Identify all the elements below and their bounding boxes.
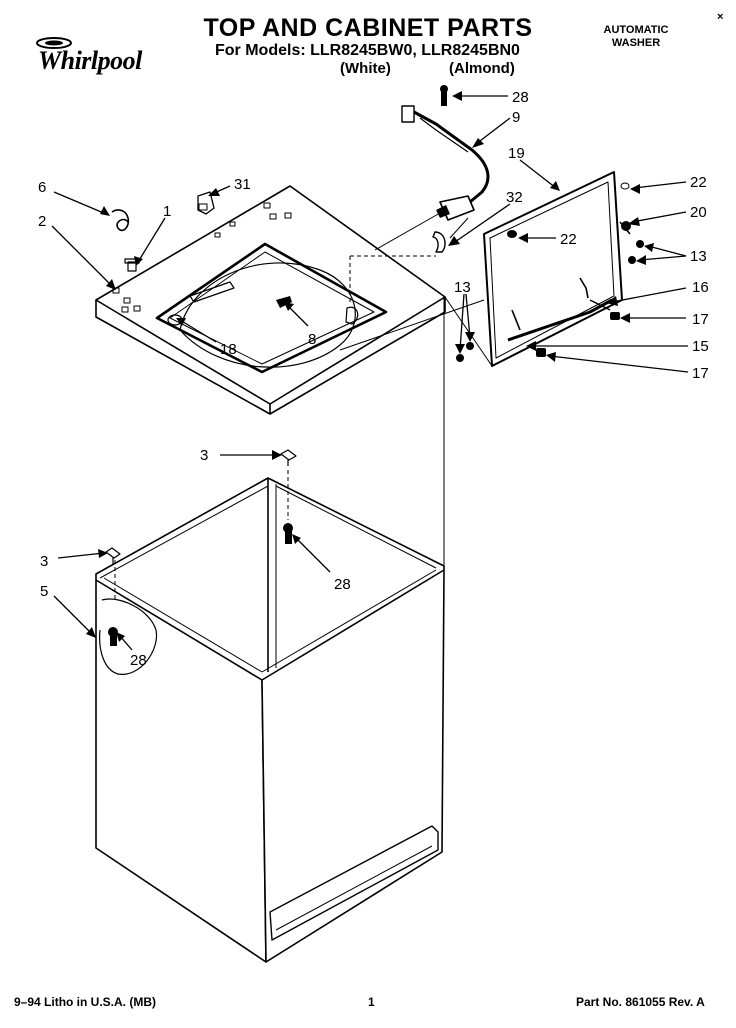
clip-part-3-upper-icon <box>280 449 297 466</box>
washer-top-assembly <box>95 185 446 415</box>
callout-19: 19 <box>508 145 525 162</box>
cabinet-part-5 <box>95 297 445 963</box>
callout-22-left: 22 <box>560 231 577 248</box>
callout-labels: 28 9 19 22 20 22 13 16 17 15 17 13 32 31… <box>38 89 709 669</box>
callout-1: 1 <box>163 203 171 220</box>
screw-28-cabinet-icon <box>283 523 293 544</box>
callout-31: 31 <box>234 176 251 193</box>
callout-3-lower: 3 <box>40 553 48 570</box>
screws-13-left-icon <box>456 342 474 362</box>
product-type-line1: AUTOMATIC <box>603 24 669 36</box>
callout-17-upper: 17 <box>692 311 709 328</box>
variant-white-label: (White) <box>340 60 391 77</box>
callout-22-right: 22 <box>690 174 707 191</box>
product-type-line2: WASHER <box>611 37 661 49</box>
callout-28-side: 28 <box>130 652 147 669</box>
callout-5: 5 <box>40 583 48 600</box>
product-type: AUTOMATIC WASHER <box>596 24 676 50</box>
variant-almond-label: (Almond) <box>449 60 515 77</box>
corner-mark: × <box>717 11 724 23</box>
model-numbers: For Models: LLR8245BW0, LLR8245BN0 <box>215 42 520 59</box>
arrowheads <box>86 91 654 642</box>
callout-16: 16 <box>692 279 709 296</box>
whirlpool-emblem-icon <box>36 37 72 49</box>
callout-2: 2 <box>38 213 46 230</box>
screws-13-right-icon <box>628 240 644 264</box>
callout-8: 8 <box>308 331 316 348</box>
callout-13-right: 13 <box>690 248 707 265</box>
screw-28-side-icon <box>108 627 118 646</box>
callout-28-middle: 28 <box>334 576 351 593</box>
callout-32: 32 <box>506 189 523 206</box>
screw-28-top-icon <box>440 85 448 106</box>
callout-6: 6 <box>38 179 46 196</box>
brand-name: Whirlpool <box>38 46 142 75</box>
print-info: 9–94 Litho in U.S.A. (MB) <box>14 995 157 1009</box>
callout-28-top: 28 <box>512 89 529 106</box>
callout-15: 15 <box>692 338 709 355</box>
callout-20: 20 <box>690 204 707 221</box>
bracket-part-31-icon <box>197 191 215 215</box>
callout-18: 18 <box>220 341 237 358</box>
callout-9: 9 <box>512 109 520 126</box>
leader-lines <box>51 95 689 651</box>
lid-assembly-part-19 <box>483 171 630 367</box>
page-title: TOP AND CABINET PARTS <box>203 14 533 42</box>
callout-17-lower: 17 <box>692 365 709 382</box>
callout-13-left: 13 <box>454 279 471 296</box>
lid-switch-harness <box>401 105 490 221</box>
page-number: 1 <box>368 995 375 1009</box>
part-number: Part No. 861055 Rev. A <box>576 995 705 1009</box>
clip-part-20-icon <box>619 221 631 235</box>
clip-part-3-lower-icon <box>105 547 121 564</box>
clip-part-6-icon <box>111 209 130 232</box>
callout-3-upper: 3 <box>200 447 208 464</box>
brand-logo: Whirlpool <box>30 34 160 81</box>
